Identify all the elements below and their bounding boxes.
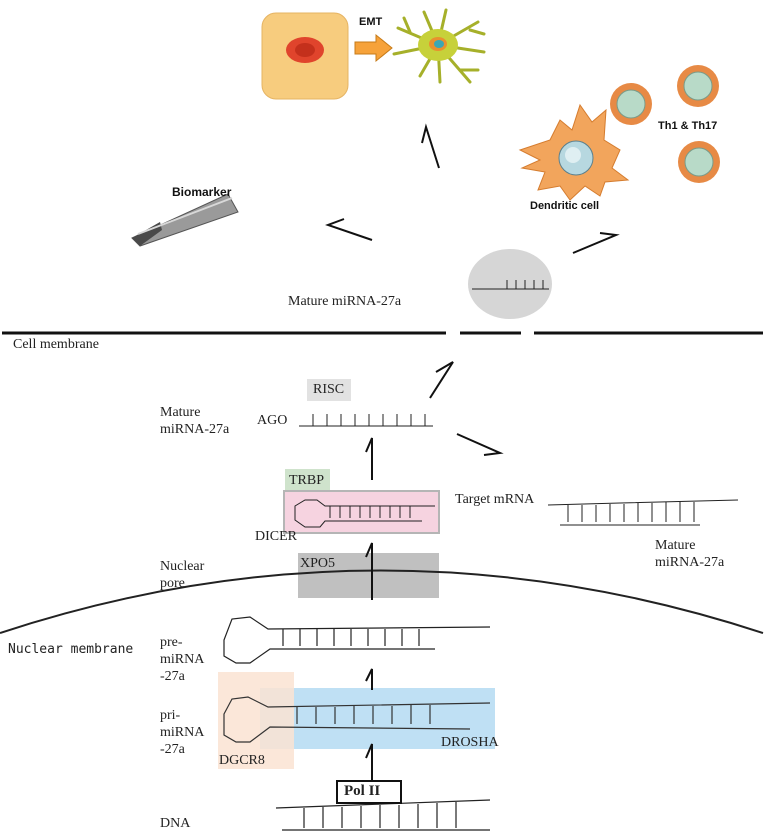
drosha-box — [260, 688, 495, 749]
xpo5-box — [298, 553, 439, 598]
emt-arrow-icon — [354, 33, 393, 63]
dgcr8-box — [218, 672, 294, 769]
xpo5-label: XPO5 — [300, 556, 336, 571]
dendritic-cell-icon — [518, 103, 630, 201]
target-mrna-label: Target mRNA — [455, 492, 535, 507]
dna-label: DNA — [160, 816, 191, 831]
arrows-extracellular — [325, 123, 620, 254]
pri-mirna-label: pri- miRNA -27a — [160, 708, 205, 757]
cell-membrane-label: Cell membrane — [13, 337, 99, 352]
epithelial-cell-icon — [261, 12, 349, 100]
risc-label: RISC — [313, 382, 345, 397]
th-cell-icon — [610, 65, 720, 183]
pol-ii-box — [336, 780, 402, 804]
pri-mirna-hairpin — [223, 696, 491, 743]
nuclear-membrane-label: Nuclear membrane — [8, 642, 134, 657]
arrows-cytoplasm — [365, 361, 504, 782]
nuclear-pore-label: Nuclear pore — [160, 559, 205, 591]
trbp-label: TRBP — [289, 473, 325, 488]
needle-icon — [131, 193, 239, 247]
drosha-label: DROSHA — [441, 735, 499, 750]
trbp-box — [285, 469, 330, 491]
exosome — [468, 249, 552, 319]
emt-label: EMT — [359, 16, 383, 28]
dgcr8-label: DGCR8 — [219, 753, 265, 768]
mature-left-label: Mature miRNA-27a — [160, 405, 230, 437]
pre-mirna-label: pre- miRNA -27a — [160, 635, 205, 684]
risc-box — [307, 379, 351, 401]
dicer-hairpin — [294, 499, 435, 528]
dendritic-label: Dendritic cell — [530, 200, 600, 212]
pre-mirna-hairpin — [223, 616, 491, 664]
risc-mirna — [299, 414, 433, 427]
dna-strand — [275, 799, 491, 831]
nuclear-membrane — [0, 569, 764, 634]
mature-extracellular-label: Mature miRNA-27a — [288, 294, 402, 309]
mesenchymal-nucleus — [418, 29, 458, 61]
dicer-label: DICER — [255, 529, 297, 544]
pol-ii-label: Pol II — [344, 783, 381, 799]
th-label: Th1 & Th17 — [658, 120, 718, 132]
biomarker-label: Biomarker — [172, 185, 232, 199]
ago-label: AGO — [257, 413, 288, 428]
target-mrna-duplex — [547, 499, 739, 526]
mature-right-label: Mature miRNA-27a — [655, 538, 725, 570]
